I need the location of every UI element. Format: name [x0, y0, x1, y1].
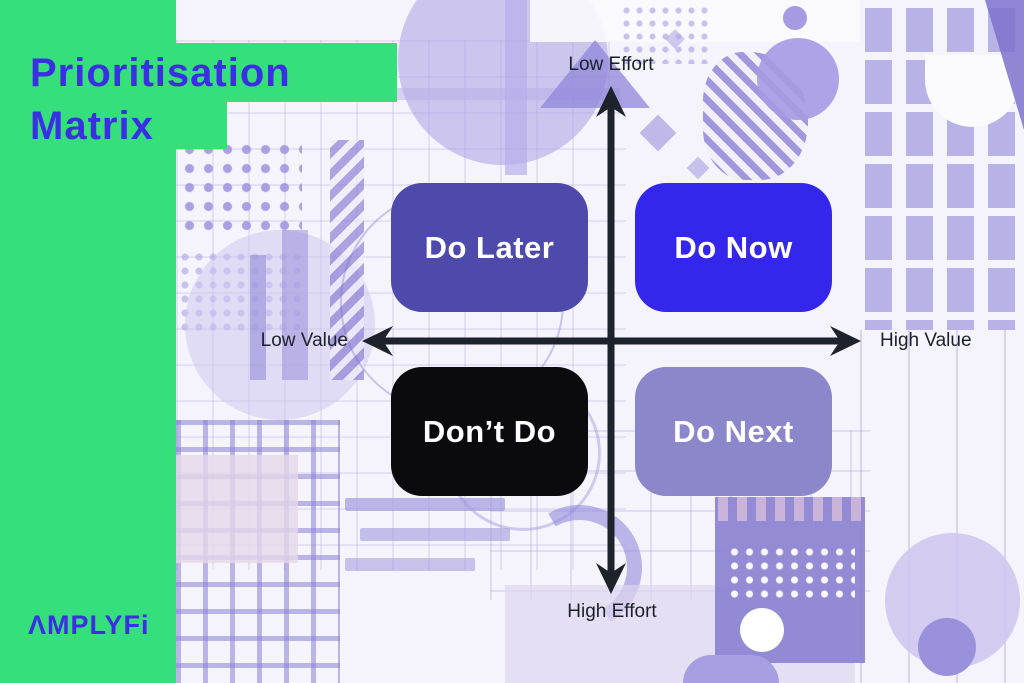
axis-label-high-effort: High Effort — [567, 601, 657, 622]
quadrant-dont-do: Don’t Do — [391, 367, 588, 496]
arrowhead-down-icon — [596, 563, 626, 594]
amplyfi-logo: ΛMPLYFi — [28, 610, 150, 640]
axis-label-low-value: Low Value — [260, 330, 348, 351]
axis-label-high-value: High Value — [880, 330, 972, 351]
page-title-line1: Prioritisation — [30, 50, 291, 95]
title-highlight: Prioritisation — [0, 43, 397, 102]
page-title-line2: Matrix — [30, 103, 154, 148]
arrowhead-left-icon — [362, 326, 393, 356]
quadrant-do-later: Do Later — [391, 183, 588, 312]
title-highlight: Matrix — [0, 102, 227, 149]
axis-label-low-effort: Low Effort — [568, 54, 654, 75]
arrowhead-up-icon — [596, 86, 626, 117]
quadrant-do-now: Do Now — [635, 183, 832, 312]
arrowhead-right-icon — [830, 326, 861, 356]
quadrant-do-next: Do Next — [635, 367, 832, 496]
